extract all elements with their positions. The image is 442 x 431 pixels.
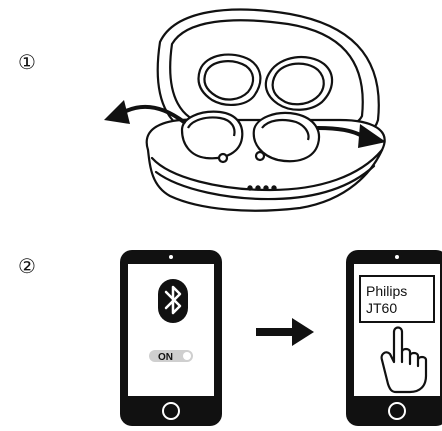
bluetooth-toggle: ON [149, 350, 193, 363]
next-step-arrow [256, 318, 314, 346]
bluetooth-icon [158, 279, 188, 323]
device-name-box: Philips JT60 [360, 276, 434, 322]
device-name-line2: JT60 [366, 300, 397, 316]
toggle-label: ON [158, 352, 173, 363]
right-earbud [254, 113, 319, 161]
charging-case [147, 10, 385, 211]
left-phone [120, 250, 222, 426]
device-name-line1: Philips [366, 283, 407, 299]
